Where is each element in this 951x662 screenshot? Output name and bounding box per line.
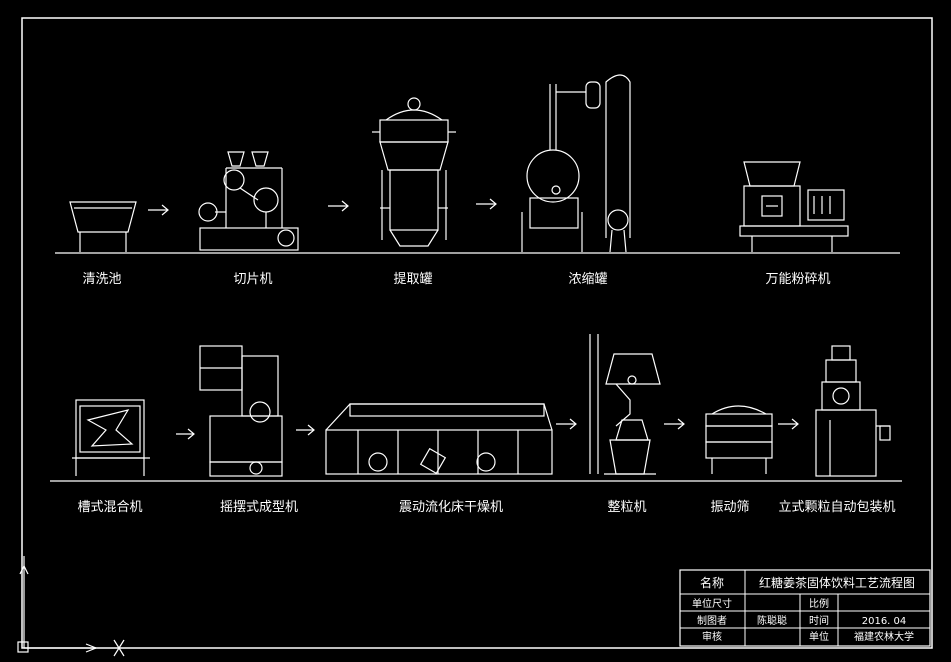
arrow-icon — [664, 418, 685, 430]
drawing-border — [21, 17, 933, 649]
title-block-scale-label: 比例 — [809, 597, 829, 610]
extraction-tank-icon — [372, 97, 456, 247]
trough-mixer-icon — [72, 399, 150, 476]
title-block-name-label: 名称 — [700, 575, 724, 590]
station-label-extraction: 提取罐 — [393, 271, 432, 287]
title-block-name-value: 红糖姜茶固体饮料工艺流程图 — [759, 575, 915, 590]
swing-granulator-icon — [199, 345, 283, 477]
granulator-icon — [589, 334, 661, 475]
station-label-washing: 清洗池 — [82, 272, 121, 287]
washing-tank-icon — [69, 201, 137, 252]
station-label-pulverizer: 万能粉碎机 — [765, 272, 830, 287]
station-label-swing-granulator: 摇摆式成型机 — [220, 500, 298, 515]
arrow-icon — [476, 198, 497, 210]
ucs-axis-icon — [17, 556, 125, 657]
title-block-unit-value: 福建农林大学 — [854, 630, 914, 643]
title-block-drawer-label: 制图者 — [697, 614, 727, 627]
station-label-concentrator: 浓缩罐 — [568, 271, 607, 287]
arrow-icon — [778, 418, 799, 430]
packing-machine-icon — [815, 345, 891, 477]
title-block — [679, 569, 931, 647]
arrow-icon — [148, 204, 169, 216]
station-label-packing-machine: 立式颗粒自动包装机 — [778, 500, 895, 515]
concentrator-icon — [521, 74, 631, 253]
pulverizer-icon — [739, 161, 849, 252]
arrow-icon — [556, 418, 577, 430]
title-block-review-label: 审核 — [702, 630, 722, 643]
station-label-slicer: 切片机 — [233, 272, 272, 287]
fluid-bed-dryer-icon — [325, 403, 553, 475]
title-block-time-label: 时间 — [809, 614, 829, 627]
title-block-unit-size-label: 单位尺寸 — [692, 597, 732, 610]
title-block-drawer-value: 陈聪聪 — [757, 614, 787, 627]
vibrating-screen-icon — [705, 405, 773, 474]
station-label-trough-mixer: 槽式混合机 — [77, 500, 142, 515]
title-block-unit-label: 单位 — [809, 630, 829, 643]
title-block-time-value: 2016. 04 — [862, 616, 907, 627]
station-label-fluid-bed-dryer: 震动流化床干燥机 — [399, 500, 503, 515]
arrow-icon — [176, 428, 195, 440]
arrow-icon — [296, 424, 315, 436]
station-label-granulator: 整粒机 — [607, 500, 646, 515]
slicer-icon — [198, 151, 299, 251]
station-label-vibrating-screen: 振动筛 — [710, 500, 749, 515]
arrow-icon — [328, 200, 349, 212]
